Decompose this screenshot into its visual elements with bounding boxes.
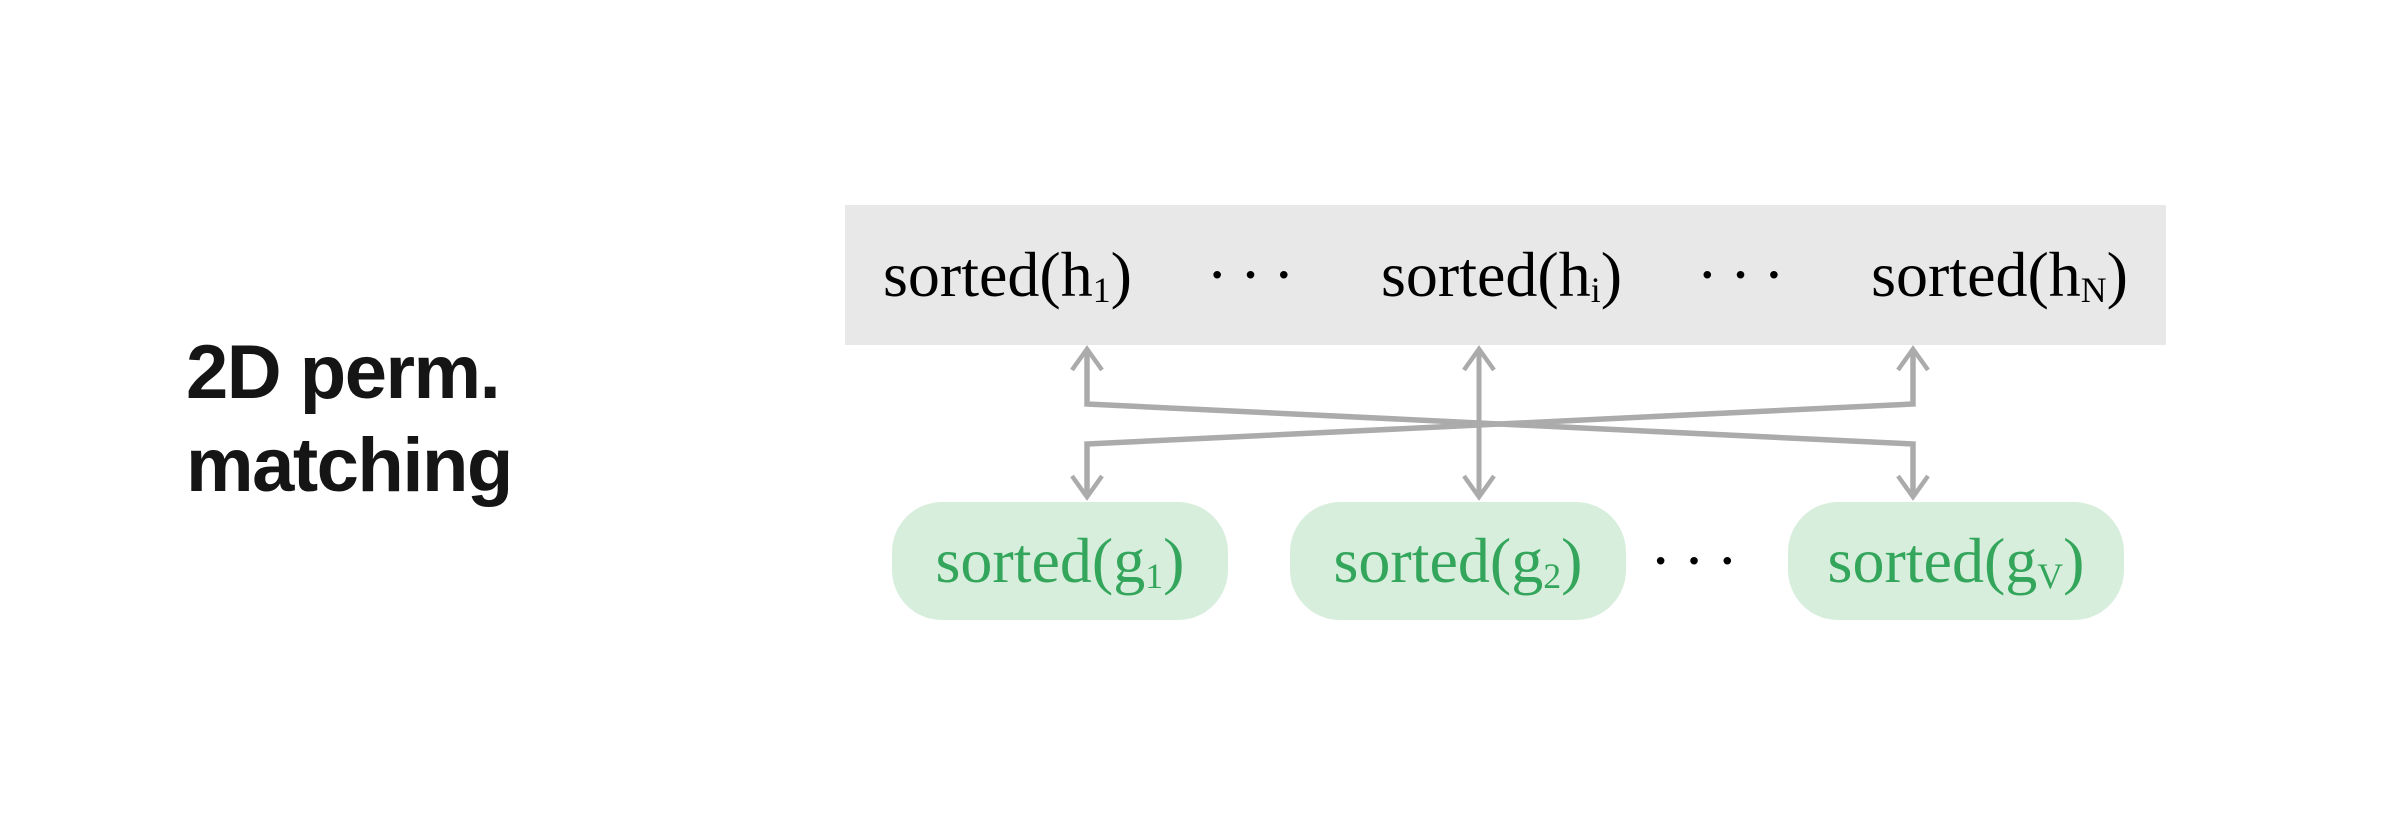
token-subscript: N <box>2080 270 2107 311</box>
group-box-gv: sorted(gV) <box>1788 502 2124 620</box>
token-subscript: 1 <box>1092 270 1111 311</box>
connection-hn-g1 <box>1070 345 1930 501</box>
group-box-g2: sorted(g2) <box>1290 502 1626 620</box>
group-box-g1: sorted(g1) <box>892 502 1228 620</box>
token-close: ) <box>1600 239 1623 310</box>
token-subscript: 1 <box>1145 556 1164 597</box>
token-base: sorted(g <box>1333 525 1544 596</box>
token-sorted-gv: sorted(gV) <box>1828 524 2085 598</box>
token-close: ) <box>2063 525 2085 596</box>
token-close: ) <box>1110 239 1132 310</box>
token-sorted-hN: sorted(hN) <box>1871 238 2128 312</box>
token-base: sorted(g <box>1827 525 2038 596</box>
ellipsis-bottom: ··· <box>1645 502 1755 620</box>
ellipsis: ··· <box>1696 239 1797 310</box>
token-subscript: i <box>1590 270 1601 311</box>
arrowhead-down-icon <box>1896 474 1930 501</box>
token-sorted-g2: sorted(g2) <box>1334 524 1583 598</box>
ellipsis: ··· <box>1650 525 1750 596</box>
matching-arrows-graphic <box>1070 345 1930 501</box>
token-subscript: V <box>2037 556 2064 597</box>
token-sorted-g1: sorted(g1) <box>936 524 1185 598</box>
ellipsis: ··· <box>1206 239 1307 310</box>
token-base: sorted(g <box>935 525 1146 596</box>
arrowhead-up-icon <box>1070 345 1104 372</box>
token-base: sorted(h <box>1871 239 2081 310</box>
token-sorted-hi: sorted(hi) <box>1381 238 1622 312</box>
arrowhead-down-icon <box>1070 474 1104 501</box>
token-subscript: 2 <box>1543 556 1562 597</box>
token-close: ) <box>1561 525 1583 596</box>
arrowhead-up-icon <box>1896 345 1930 372</box>
token-sorted-h1: sorted(h1) <box>883 238 1132 312</box>
token-close: ) <box>1163 525 1185 596</box>
double-arrow-line <box>1084 351 1916 495</box>
arrowhead-down-icon <box>1462 474 1496 501</box>
token-base: sorted(h <box>1381 239 1591 310</box>
row-label: 2D perm. matching <box>186 330 513 508</box>
token-base: sorted(h <box>883 239 1093 310</box>
token-close: ) <box>2106 239 2128 310</box>
arrowhead-up-icon <box>1462 345 1496 372</box>
hidden-tokens-row: sorted(h1) ··· sorted(hi) ··· sorted(hN) <box>845 205 2166 345</box>
